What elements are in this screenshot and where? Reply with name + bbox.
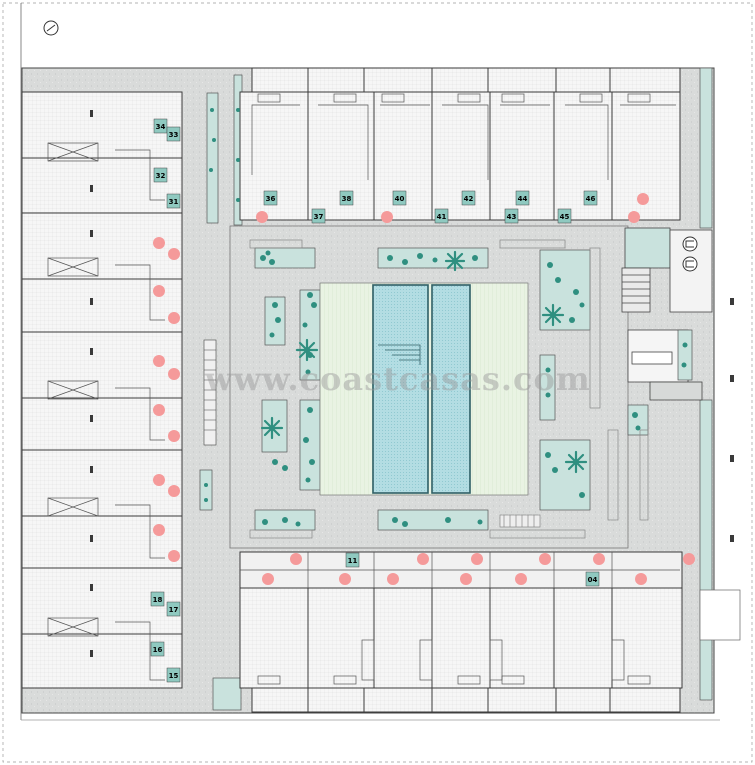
lift-icon	[682, 236, 698, 272]
north-arrow-icon	[43, 20, 59, 36]
east-planter-strip-2	[699, 399, 713, 701]
east-planter-strip	[699, 67, 713, 229]
shrub-icon	[204, 108, 688, 527]
pool	[372, 284, 471, 494]
west-planter-2	[199, 469, 213, 511]
south-unit-details	[240, 552, 680, 685]
east-entrance	[699, 589, 741, 641]
unit-label-36: 36	[266, 195, 276, 203]
west-unit-details	[47, 142, 165, 681]
marker-dot-icon	[153, 193, 695, 585]
unit-label-46: 46	[586, 195, 596, 203]
unit-labels-north: 36 37 38 40 41 42 43 44 45 46	[263, 190, 598, 224]
west-stair	[203, 339, 217, 446]
north-units	[239, 67, 681, 221]
unit-label-04: 04	[588, 576, 598, 584]
west-unit-pillars	[90, 110, 93, 657]
east-gate-marks	[730, 298, 734, 542]
unit-label-18: 18	[153, 596, 163, 604]
north-unit-details	[251, 93, 676, 180]
courtyard-walks	[249, 239, 649, 539]
unit-labels-south: 11 04	[345, 552, 600, 587]
unit-label-38: 38	[342, 195, 352, 203]
unit-label-34: 34	[156, 123, 166, 131]
palm-tree-icon	[260, 250, 588, 474]
unit-label-31: 31	[169, 198, 179, 206]
unit-label-42: 42	[464, 195, 474, 203]
west-planter-3	[212, 677, 242, 711]
unit-label-17: 17	[169, 606, 179, 614]
unit-label-44: 44	[518, 195, 528, 203]
unit-labels-west: 34 33 32 31 18 17 16 15	[150, 118, 181, 683]
unit-label-43: 43	[507, 213, 517, 221]
unit-label-40: 40	[395, 195, 405, 203]
unit-label-11: 11	[348, 557, 358, 565]
unit-label-37: 37	[314, 213, 324, 221]
west-units	[21, 91, 183, 689]
unit-label-32: 32	[156, 172, 166, 180]
unit-label-45: 45	[560, 213, 570, 221]
unit-label-16: 16	[153, 646, 163, 654]
unit-label-33: 33	[169, 131, 179, 139]
unit-label-41: 41	[437, 213, 447, 221]
pool-steps	[378, 344, 421, 365]
west-planter	[206, 92, 219, 224]
unit-label-15: 15	[169, 672, 179, 680]
